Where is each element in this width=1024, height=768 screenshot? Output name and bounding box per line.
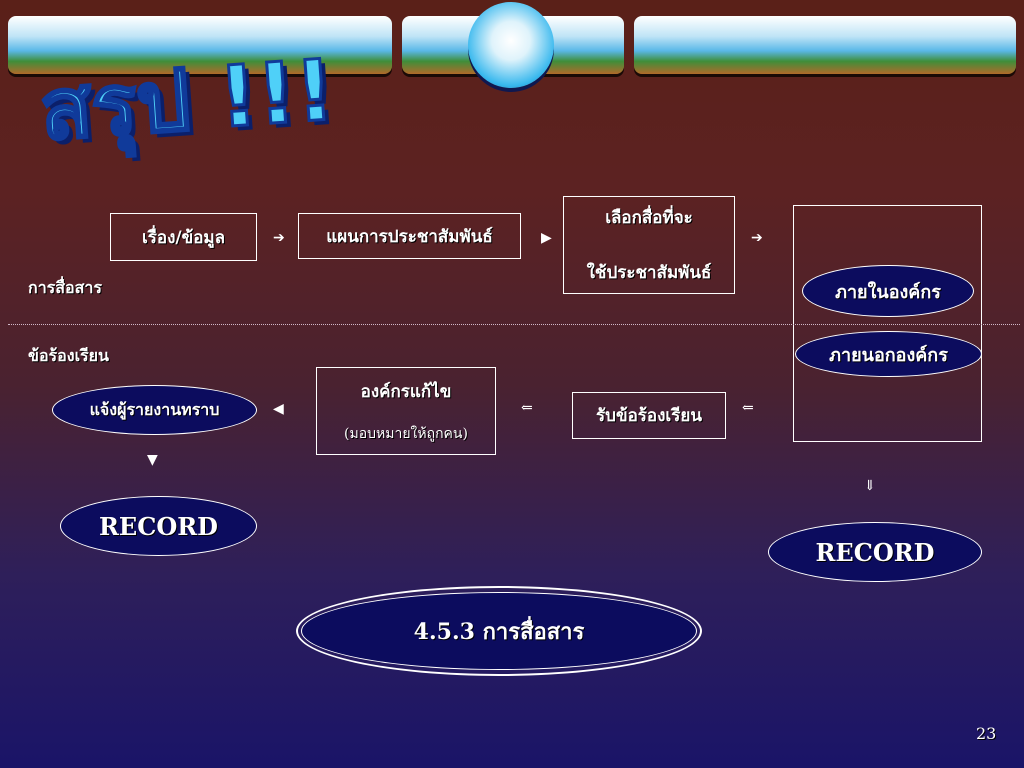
oval-notify-reporter: แจ้งผู้รายงานทราบ bbox=[52, 385, 257, 435]
globe-icon bbox=[468, 2, 554, 88]
arrow-left-icon: ⇐ bbox=[521, 400, 533, 416]
box-receive-complaint: รับข้อร้องเรียน bbox=[572, 392, 726, 439]
arrow-down-icon: ⇓ bbox=[864, 478, 876, 494]
section-title: 4.5.3 การสื่อสาร bbox=[413, 618, 585, 645]
target-container bbox=[793, 205, 982, 442]
box-pr-plan: แผนการประชาสัมพันธ์ bbox=[298, 213, 521, 259]
header-banner-right bbox=[634, 16, 1016, 74]
section-badge-inner: 4.5.3 การสื่อสาร bbox=[301, 592, 697, 670]
oval-internal: ภายในองค์กร bbox=[802, 265, 974, 317]
box-select-media-line1: เลือกสื่อที่จะ bbox=[605, 208, 693, 228]
box-org-fix-label: องค์กรแก้ไข bbox=[360, 381, 452, 402]
record-right: RECORD bbox=[768, 522, 982, 582]
box-select-media: เลือกสื่อที่จะ ใช้ประชาสัมพันธ์ bbox=[563, 196, 735, 294]
box-org-fix: องค์กรแก้ไข (มอบหมายให้ถูกคน) bbox=[316, 367, 496, 455]
section-badge: 4.5.3 การสื่อสาร bbox=[296, 586, 702, 676]
arrow-left-icon: ⇐ bbox=[742, 400, 754, 416]
slide-title: สรุป !!! bbox=[36, 39, 339, 160]
arrow-down-icon: ▼ bbox=[147, 452, 158, 468]
label-complaint: ข้อร้องเรียน bbox=[28, 346, 109, 365]
oval-external: ภายนอกองค์กร bbox=[795, 331, 982, 377]
box-org-fix-note: (มอบหมายให้ถูกคน) bbox=[344, 425, 468, 442]
arrow-left-icon: ◀ bbox=[273, 401, 284, 417]
label-communication: การสื่อสาร bbox=[28, 278, 102, 297]
arrow-right-icon: ▶ bbox=[541, 230, 552, 246]
box-select-media-line2: ใช้ประชาสัมพันธ์ bbox=[586, 263, 712, 283]
box-topic-info: เรื่อง/ข้อมูล bbox=[110, 213, 257, 261]
arrow-right-icon: ➔ bbox=[751, 230, 763, 246]
arrow-right-icon: ➔ bbox=[273, 230, 285, 246]
page-number: 23 bbox=[976, 724, 997, 743]
header-banner-left bbox=[8, 16, 392, 74]
record-left: RECORD bbox=[60, 496, 257, 556]
section-divider bbox=[8, 324, 1020, 325]
